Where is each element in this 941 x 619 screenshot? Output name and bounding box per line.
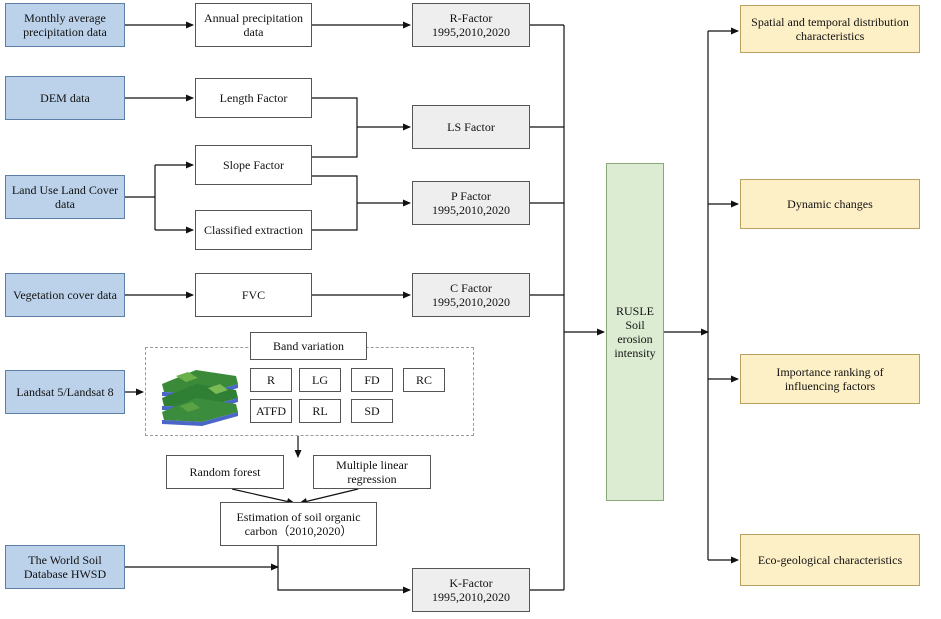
rusle-box: RUSLE Soil erosion intensity — [606, 163, 664, 501]
input-lulc: Land Use Land Cover data — [5, 175, 125, 219]
input-lulc-label: Land Use Land Cover data — [11, 183, 119, 211]
slope-factor-box: Slope Factor — [195, 145, 312, 185]
c-factor-box: C Factor 1995,2010,2020 — [412, 273, 530, 317]
input-hwsd-label: The World Soil Database HWSD — [23, 553, 107, 581]
k-factor-name: K-Factor — [449, 576, 493, 590]
output-eco-geological-label: Eco-geological characteristics — [757, 553, 903, 567]
band-rc: RC — [403, 368, 445, 392]
terrain-image — [162, 370, 238, 426]
band-variation-box: Band variation — [250, 332, 367, 360]
band-fd: FD — [351, 368, 393, 392]
output-spatial-temporal-label: Spatial and temporal distribution charac… — [751, 15, 909, 43]
output-importance-ranking: Importance ranking of influencing factor… — [740, 354, 920, 404]
p-factor-box: P Factor 1995,2010,2020 — [412, 181, 530, 225]
output-eco-geological: Eco-geological characteristics — [740, 534, 920, 586]
annual-precipitation-label: Annual precipitation data — [204, 11, 303, 39]
mlr-box: Multiple linear regression — [313, 455, 431, 489]
p-factor-years: 1995,2010,2020 — [432, 203, 510, 217]
input-precipitation: Monthly average precipitation data — [5, 3, 125, 47]
rusle-line2: Soil — [625, 318, 645, 332]
input-dem-label: DEM data — [40, 91, 90, 105]
output-spatial-temporal: Spatial and temporal distribution charac… — [740, 5, 920, 53]
band-lg: LG — [299, 368, 341, 392]
random-forest-label: Random forest — [189, 465, 261, 479]
r-factor-years: 1995,2010,2020 — [432, 25, 510, 39]
length-factor-label: Length Factor — [219, 91, 288, 105]
c-factor-name: C Factor — [450, 281, 492, 295]
input-vegetation: Vegetation cover data — [5, 273, 125, 317]
classified-extraction-box: Classified extraction — [195, 210, 312, 250]
classified-extraction-label: Classified extraction — [204, 223, 303, 237]
input-precipitation-label: Monthly average precipitation data — [23, 11, 107, 39]
band-r-label: R — [266, 373, 275, 387]
band-fd-label: FD — [364, 373, 380, 387]
k-factor-years: 1995,2010,2020 — [432, 590, 510, 604]
band-sd: SD — [351, 399, 393, 423]
band-sd-label: SD — [364, 404, 380, 418]
band-rl: RL — [299, 399, 341, 423]
band-variation-label: Band variation — [273, 339, 344, 353]
input-hwsd: The World Soil Database HWSD — [5, 545, 125, 589]
output-dynamic-changes: Dynamic changes — [740, 179, 920, 229]
fvc-label: FVC — [241, 288, 266, 302]
soc-label: Estimation of soil organic carbon（2010,2… — [236, 510, 361, 538]
input-landsat-label: Landsat 5/Landsat 8 — [16, 385, 114, 399]
mlr-label: Multiple linear regression — [336, 458, 408, 486]
band-atfd: ATFD — [250, 399, 292, 423]
p-factor-name: P Factor — [451, 189, 491, 203]
input-dem: DEM data — [5, 76, 125, 120]
band-r: R — [250, 368, 292, 392]
input-landsat: Landsat 5/Landsat 8 — [5, 370, 125, 414]
input-vegetation-label: Vegetation cover data — [13, 288, 117, 302]
r-factor-name: R-Factor — [449, 11, 493, 25]
rusle-line1: RUSLE — [615, 304, 654, 318]
band-atfd-label: ATFD — [255, 404, 286, 418]
output-dynamic-changes-label: Dynamic changes — [787, 197, 873, 211]
rusle-line4: intensity — [614, 346, 656, 360]
ls-factor-box: LS Factor — [412, 105, 530, 149]
output-importance-ranking-label: Importance ranking of influencing factor… — [776, 365, 884, 393]
rusle-line3: erosion — [617, 332, 653, 346]
slope-factor-label: Slope Factor — [223, 158, 284, 172]
soc-box: Estimation of soil organic carbon（2010,2… — [220, 502, 377, 546]
fvc-box: FVC — [195, 273, 312, 317]
band-rc-label: RC — [415, 373, 432, 387]
band-rl-label: RL — [312, 404, 328, 418]
band-lg-label: LG — [312, 373, 328, 387]
k-factor-box: K-Factor 1995,2010,2020 — [412, 568, 530, 612]
random-forest-box: Random forest — [166, 455, 284, 489]
ls-factor-name: LS Factor — [447, 120, 495, 134]
annual-precipitation-box: Annual precipitation data — [195, 3, 312, 47]
c-factor-years: 1995,2010,2020 — [432, 295, 510, 309]
r-factor-box: R-Factor 1995,2010,2020 — [412, 3, 530, 47]
length-factor-box: Length Factor — [195, 78, 312, 118]
